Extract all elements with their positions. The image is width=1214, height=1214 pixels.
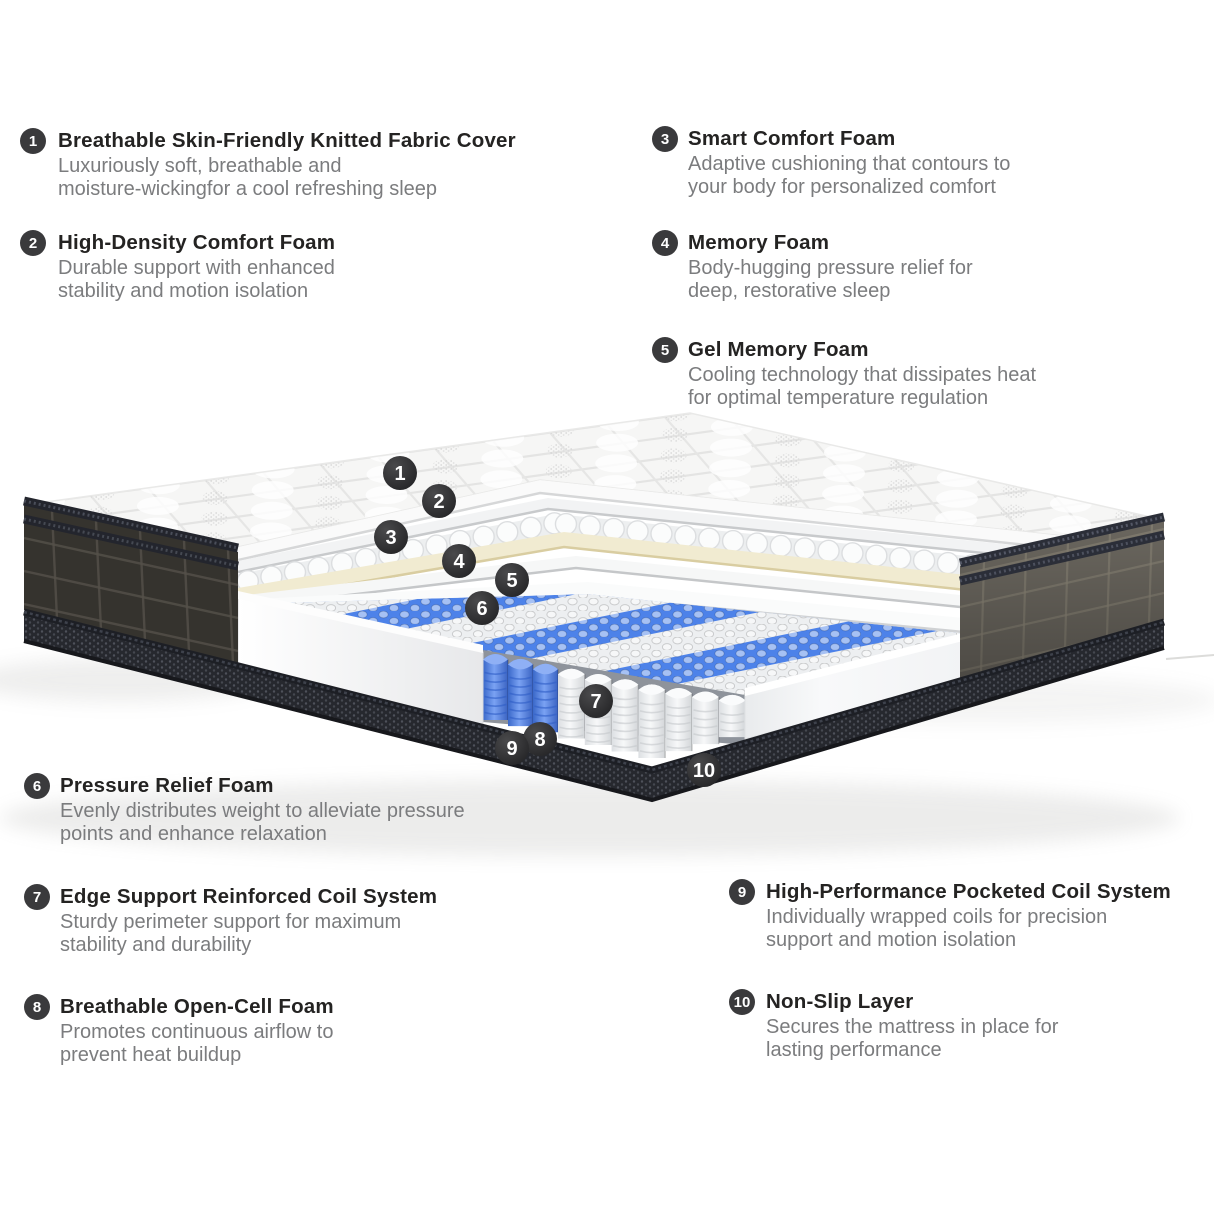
pocketed-coil-front-columns — [483, 653, 747, 759]
background-horizon-line — [1165, 654, 1214, 660]
feature-description: Sturdy perimeter support for maximum sta… — [60, 911, 402, 956]
feature-number-badge: 7 — [24, 884, 50, 910]
feature-title: High-Density Comfort Foam — [58, 231, 336, 254]
feature-description: Adaptive cushioning that contours to you… — [688, 153, 1011, 198]
layer-marker-5: 5 — [495, 563, 529, 597]
feature-description: Durable support with enhanced stability … — [58, 257, 335, 302]
layer-marker-8: 8 — [523, 722, 557, 756]
feature-description: Luxuriously soft, breathable and moistur… — [58, 155, 438, 200]
side-panel-left-fabric — [23, 496, 239, 664]
feature-title: Breathable Open-Cell Foam — [60, 995, 334, 1018]
layer-marker-label: 7 — [590, 691, 601, 713]
non-slip-bottom-band — [23, 608, 1165, 803]
layer-marker-label: 3 — [385, 527, 396, 549]
layer-marker-label: 8 — [534, 729, 545, 751]
layer-marker-7: 7 — [579, 684, 613, 718]
feature-description: Secures the mattress in place for lastin… — [766, 1016, 1059, 1061]
feature-number-badge: 2 — [20, 230, 46, 256]
feature-number-badge: 6 — [24, 773, 50, 799]
feature-title: Non-Slip Layer — [766, 990, 914, 1013]
layer-marker-4: 4 — [442, 544, 476, 578]
layer-marker-6: 6 — [465, 591, 499, 625]
layer-marker-2: 2 — [422, 484, 456, 518]
layer-marker-label: 2 — [433, 491, 444, 513]
feature-number-badge: 10 — [729, 989, 755, 1015]
layer-marker-label: 9 — [506, 738, 517, 760]
feature-title: Smart Comfort Foam — [688, 127, 896, 150]
piping-cord — [959, 512, 1165, 568]
feature-title: Gel Memory Foam — [688, 338, 869, 361]
layer-marker-1: 1 — [383, 456, 417, 490]
feature-title: Pressure Relief Foam — [60, 774, 274, 797]
feature-description: Evenly distributes weight to alleviate p… — [60, 800, 465, 845]
feature-description: Individually wrapped coils for precision… — [766, 906, 1108, 951]
layer-number-markers: 1 2 3 4 56 7 89 10 — [374, 456, 721, 787]
piping-cord — [959, 530, 1165, 586]
feature-number-badge: 9 — [729, 879, 755, 905]
edge-support-foam-left-wall-top — [238, 591, 483, 653]
feature-description: Body-hugging pressure relief for deep, r… — [688, 257, 973, 302]
layer-marker-10: 10 — [687, 753, 721, 787]
feature-number-badge: 4 — [652, 230, 678, 256]
feature-title: Breathable Skin-Friendly Knitted Fabric … — [58, 129, 516, 152]
feature-description: Cooling technology that dissipates heat … — [688, 364, 1037, 409]
feature-number-badge: 1 — [20, 128, 46, 154]
layer-marker-9: 9 — [495, 731, 529, 765]
feature-number-badge: 5 — [652, 337, 678, 363]
layer-marker-label: 5 — [506, 570, 517, 592]
feature-item-1: 1 Breathable Skin-Friendly Knitted Fabric… — [20, 128, 516, 200]
feature-title: Edge Support Reinforced Coil System — [60, 885, 438, 908]
edge-support-foam-right-wall-top — [745, 633, 963, 696]
layer-marker-label: 4 — [453, 551, 465, 573]
layer-marker-3: 3 — [374, 520, 408, 554]
feature-number-badge: 8 — [24, 994, 50, 1020]
layer-marker-label: 6 — [476, 598, 487, 620]
layer-marker-label: 10 — [693, 760, 715, 782]
feature-title: Memory Foam — [688, 231, 830, 254]
layer-marker-label: 1 — [394, 463, 405, 485]
feature-description: Promotes continuous airflow to prevent h… — [60, 1021, 334, 1066]
feature-number-badge: 3 — [652, 126, 678, 152]
feature-title: High-Performance Pocketed Coil System — [766, 880, 1171, 903]
